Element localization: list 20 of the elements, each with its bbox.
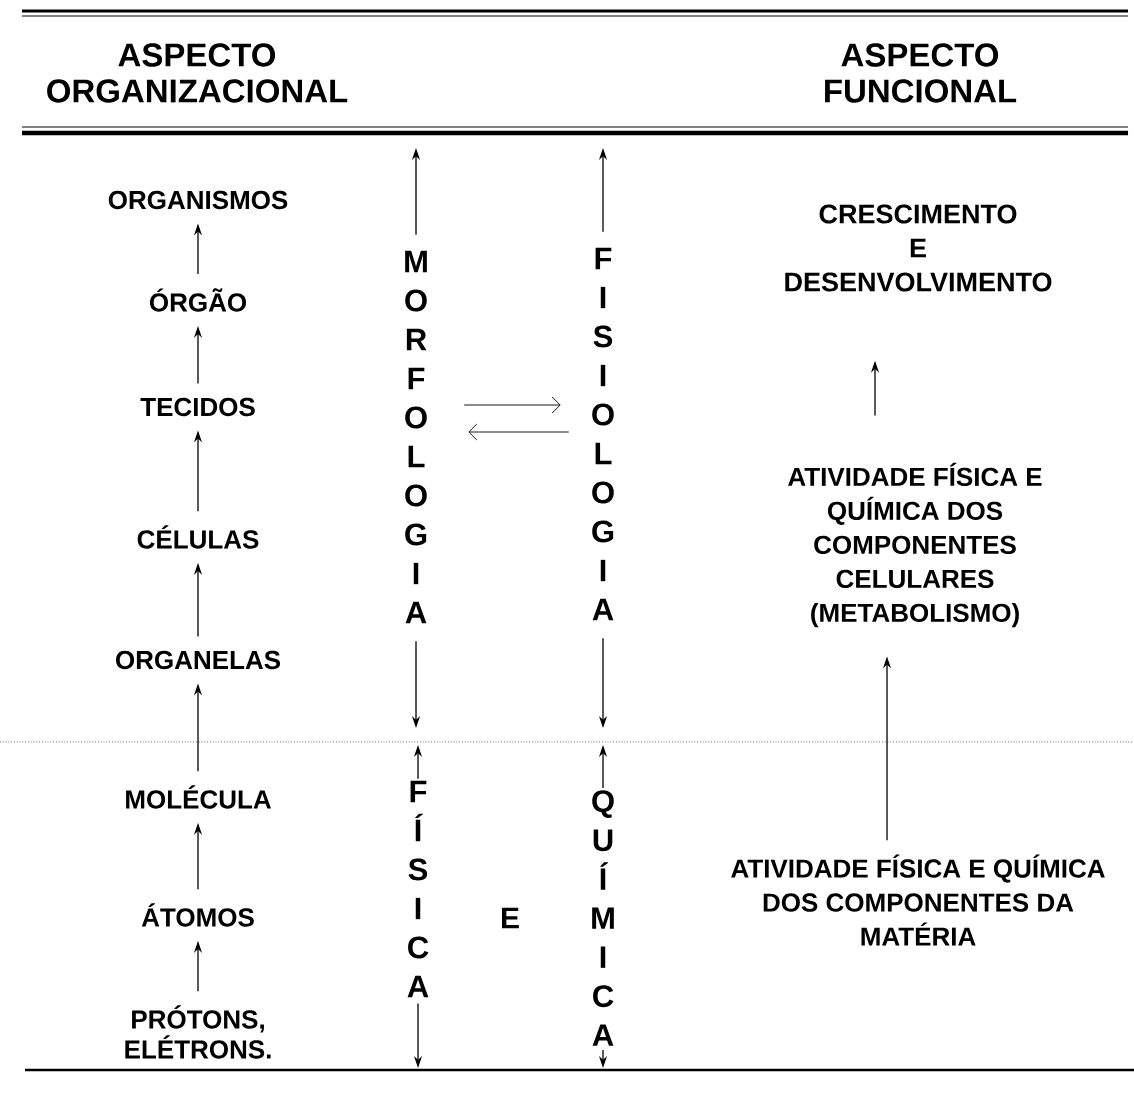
arrow — [463, 396, 561, 414]
vertical-word: QUÍMICA — [592, 790, 614, 1046]
vertical-word: FISIOLOGIA — [592, 247, 614, 621]
level-label: ÁTOMOS — [141, 903, 254, 927]
level-label: ÓRGÃO — [149, 288, 247, 312]
function-label: ATIVIDADE FÍSICA E QUÍMICA DOS COMPONENTES DA MATÉRIA — [731, 854, 1105, 946]
vertical-word: MORFOLOGIA — [405, 250, 427, 624]
level-label: PRÓTONS, ELÉTRONS. — [125, 1005, 271, 1059]
arrow — [468, 423, 570, 441]
letter-label: E — [502, 907, 519, 929]
column-heading: ASPECTO FUNCIONAL — [825, 43, 1017, 103]
level-label: MOLÉCULA — [126, 785, 271, 809]
level-label: CÉLULAS — [137, 525, 259, 549]
level-label: ORGANISMOS — [108, 190, 288, 210]
function-label: CRESCIMENTO E DESENVOLVIMENTO — [785, 204, 1052, 292]
level-label: TECIDOS — [140, 397, 255, 417]
level-label: ORGANELAS — [116, 650, 281, 670]
function-label: ATIVIDADE FÍSICA E QUÍMICA DOS COMPONENTES CELULARES (METABOLISMO) — [788, 462, 1042, 628]
column-heading: ASPECTO ORGANIZACIONAL — [47, 43, 348, 103]
vertical-word: FÍSICA — [407, 780, 429, 998]
